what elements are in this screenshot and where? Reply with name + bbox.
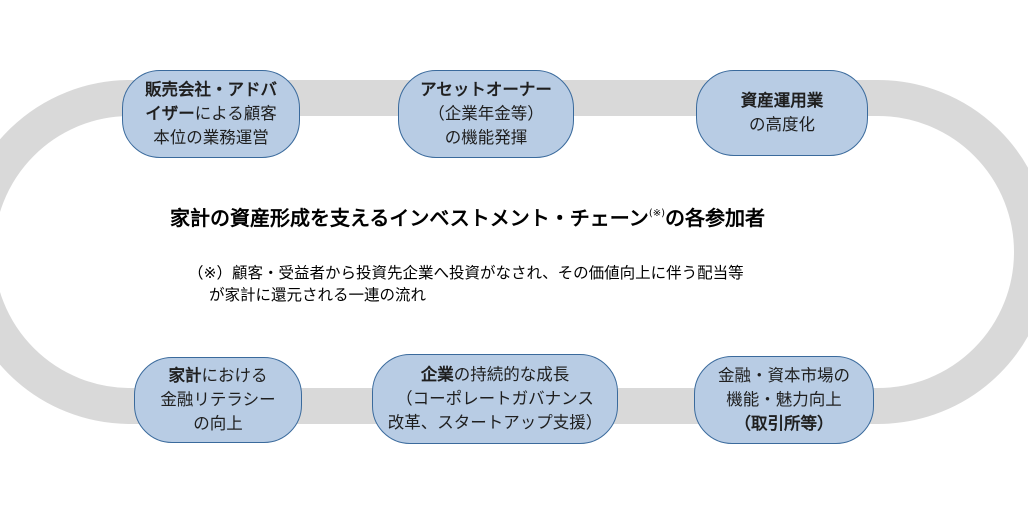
node-sales-advisor: 販売会社・アドバ イザーによる顧客 本位の業務運営 (122, 70, 300, 158)
title-main: 家計の資産形成を支えるインベストメント・チェーン (170, 206, 649, 230)
footnote-line2: が家計に還元される一連の流れ (209, 286, 427, 304)
node-company-line3: 改革、スタートアップ支援） (387, 413, 603, 432)
node-household-line1-bold: 家計 (168, 366, 202, 385)
title-footnote-mark: (※) (648, 208, 665, 219)
node-company-line1: 企業の持続的な成長 (421, 363, 570, 387)
node-owner-line1: アセットオーナー (420, 80, 552, 99)
diagram-title: 家計の資産形成を支えるインベストメント・チェーン(※)の各参加者 (170, 202, 765, 231)
node-market-line1: 金融・資本市場の (718, 366, 850, 385)
node-asset-management: 資産運用業 の高度化 (696, 70, 868, 156)
node-asset-mgmt-line1: 資産運用業 (740, 91, 824, 110)
node-sales-line2: イザーによる顧客 (145, 102, 277, 126)
node-asset-owner: アセットオーナー （企業年金等） の機能発揮 (398, 70, 574, 158)
footnote: （※）顧客・受益者から投資先企業へ投資がなされ、その価値向上に伴う配当等 が家計… (188, 262, 744, 306)
node-owner-line3: の機能発揮 (444, 128, 528, 147)
node-company-line1-rest: の持続的な成長 (453, 365, 570, 384)
node-market-line3: （取引所等） (734, 414, 834, 433)
node-household-line3: の向上 (193, 414, 243, 433)
node-household-line1: 家計における (169, 364, 268, 388)
node-household: 家計における 金融リテラシー の向上 (134, 357, 302, 443)
node-asset-mgmt-line2: の高度化 (749, 115, 815, 134)
title-tail: の各参加者 (665, 206, 765, 230)
node-sales-line1: 販売会社・アドバ (145, 80, 277, 99)
node-household-line2: 金融リテラシー (160, 390, 276, 409)
node-company: 企業の持続的な成長 （コーポレートガバナンス 改革、スタートアップ支援） (372, 354, 618, 444)
node-sales-line2-bold: イザー (145, 104, 195, 123)
node-market-line2: 機能・魅力向上 (726, 390, 842, 409)
node-household-line1-rest: における (201, 366, 268, 385)
node-sales-line2-rest: による顧客 (194, 104, 277, 123)
node-market: 金融・資本市場の 機能・魅力向上 （取引所等） (694, 356, 874, 444)
footnote-line1: （※）顧客・受益者から投資先企業へ投資がなされ、その価値向上に伴う配当等 (188, 264, 744, 282)
node-company-line2: （コーポレートガバナンス (396, 389, 594, 408)
node-owner-line2: （企業年金等） (428, 104, 544, 123)
node-company-line1-bold: 企業 (420, 365, 454, 384)
node-sales-line3: 本位の業務運営 (153, 128, 269, 147)
